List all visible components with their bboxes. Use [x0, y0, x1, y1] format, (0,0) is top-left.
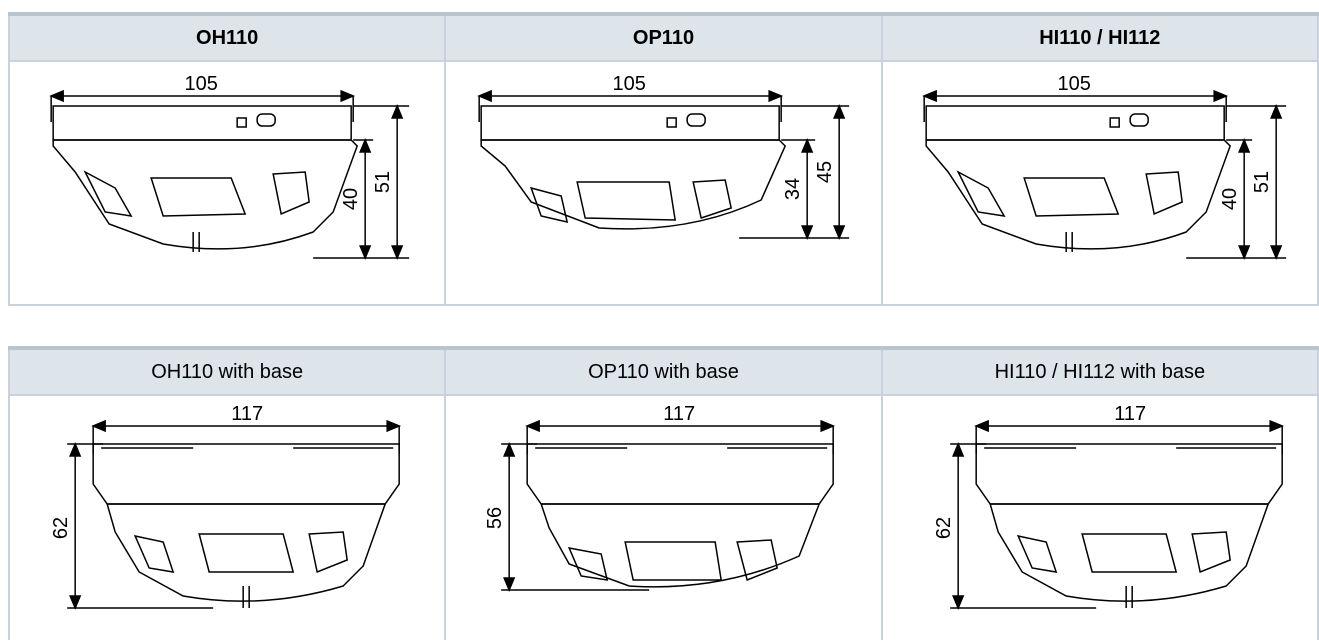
height-dimension-label-inner: 34	[782, 178, 804, 200]
detector-outline-icon	[92, 443, 400, 608]
detector-outline-icon	[925, 105, 1231, 252]
detector-cap	[52, 105, 352, 141]
header-op110: OP110	[444, 12, 883, 62]
cell-op110: 105 34 45	[444, 60, 883, 306]
dimension-arrow-icon	[833, 104, 846, 240]
drawing-row: 117 62	[7, 394, 1319, 640]
header-hi110: HI110 / HI112	[880, 12, 1319, 62]
dimension-lines	[477, 89, 850, 240]
hi110-with-base-drawing: 117 62	[933, 403, 1284, 610]
detector-vents	[956, 170, 1183, 217]
base-housing	[526, 443, 835, 505]
dimension-arrow-icon	[1237, 138, 1250, 260]
header-oh110-with-base: OH110 with base	[7, 346, 447, 396]
width-dimension-label: 105	[1057, 73, 1090, 95]
detector-cap	[480, 105, 781, 141]
detector-outline-icon	[52, 105, 359, 252]
detector-led	[1109, 117, 1120, 128]
drawing-row: 105 40 51	[7, 60, 1319, 306]
detector-seam	[242, 586, 250, 608]
detector-seam	[1125, 586, 1133, 608]
detector-body	[988, 503, 1269, 602]
detector-dimensions-table: OH110 OP110 HI110 / HI112	[7, 12, 1319, 306]
dimension-arrow-icon	[525, 419, 836, 433]
dimension-lines	[501, 419, 836, 592]
height-dimension-label-outer: 45	[814, 161, 836, 183]
detector-vents	[83, 170, 310, 217]
dimension-arrow-icon	[951, 442, 964, 610]
header-row: OH110 OP110 HI110 / HI112	[7, 12, 1319, 62]
detector-vents	[530, 179, 733, 224]
detector-cap	[925, 105, 1225, 141]
dimension-lines	[921, 89, 1286, 260]
dimension-lines	[949, 419, 1284, 610]
detector-seam	[1065, 232, 1073, 252]
width-dimension-label: 105	[613, 73, 646, 95]
header-hi110-with-base: HI110 / HI112 with base	[880, 346, 1319, 396]
cell-oh110-with-base: 117 62	[7, 394, 447, 640]
dimension-arrow-icon	[921, 89, 1228, 103]
dimension-arrow-icon	[359, 138, 372, 260]
detector-body	[925, 139, 1231, 250]
detector-body	[106, 503, 387, 602]
oh110-with-base-drawing: 117 62	[50, 403, 402, 610]
height-dimension-label: 62	[933, 517, 955, 539]
dimension-arrow-icon	[477, 89, 784, 103]
detector-vents	[1016, 531, 1231, 574]
detector-led	[236, 117, 247, 128]
header-oh110: OH110	[7, 12, 447, 62]
width-dimension-label: 117	[664, 403, 696, 425]
cell-oh110: 105 40 51	[7, 60, 447, 306]
height-dimension-label: 62	[50, 517, 72, 539]
detector-with-base-dimensions-table: OH110 with base OP110 with base HI110 / …	[7, 346, 1319, 640]
dimension-arrow-icon	[1269, 104, 1282, 260]
op110-drawing: 105 34 45	[477, 73, 850, 240]
oh110-drawing: 105 40 51	[49, 73, 410, 260]
cell-hi110: 105 40 51	[880, 60, 1319, 306]
detector-body	[480, 139, 787, 230]
header-op110-with-base: OP110 with base	[444, 346, 883, 396]
dimension-arrow-icon	[391, 104, 404, 260]
detector-outline-icon	[975, 443, 1283, 608]
base-housing	[975, 443, 1283, 505]
detector-led	[666, 117, 678, 128]
dimension-arrow-icon	[91, 419, 402, 433]
width-dimension-label: 117	[231, 403, 263, 425]
cell-op110-with-base: 117 56	[444, 394, 883, 640]
base-housing	[92, 443, 400, 505]
detector-seam	[192, 232, 200, 252]
height-dimension-label: 56	[484, 507, 506, 529]
dimension-arrow-icon	[801, 138, 814, 240]
op110-with-base-drawing: 117 56	[484, 403, 836, 592]
dimension-arrow-icon	[69, 442, 82, 610]
hi110-drawing: 105 40 51	[921, 73, 1286, 260]
height-dimension-label-inner: 40	[1219, 188, 1241, 210]
detector-vents	[133, 531, 348, 574]
dimension-arrow-icon	[503, 442, 516, 592]
detector-window	[686, 113, 707, 127]
dimension-lines	[49, 89, 410, 260]
height-dimension-label-inner: 40	[340, 188, 362, 210]
detector-vents	[568, 539, 779, 582]
dimension-arrow-icon	[49, 89, 356, 103]
detector-body	[52, 139, 359, 250]
detector-body	[540, 503, 821, 588]
width-dimension-label: 105	[184, 73, 217, 95]
dimension-lines	[67, 419, 402, 610]
dimension-arrow-icon	[973, 419, 1284, 433]
header-row: OH110 with base OP110 with base HI110 / …	[7, 346, 1319, 396]
detector-window	[1129, 113, 1149, 127]
detector-outline-icon	[526, 443, 835, 588]
height-dimension-label-outer: 51	[1251, 171, 1273, 193]
detector-window	[256, 113, 276, 127]
height-dimension-label-outer: 51	[372, 171, 394, 193]
width-dimension-label: 117	[1114, 403, 1146, 425]
cell-hi110-with-base: 117 62	[880, 394, 1319, 640]
detector-outline-icon	[480, 105, 787, 230]
